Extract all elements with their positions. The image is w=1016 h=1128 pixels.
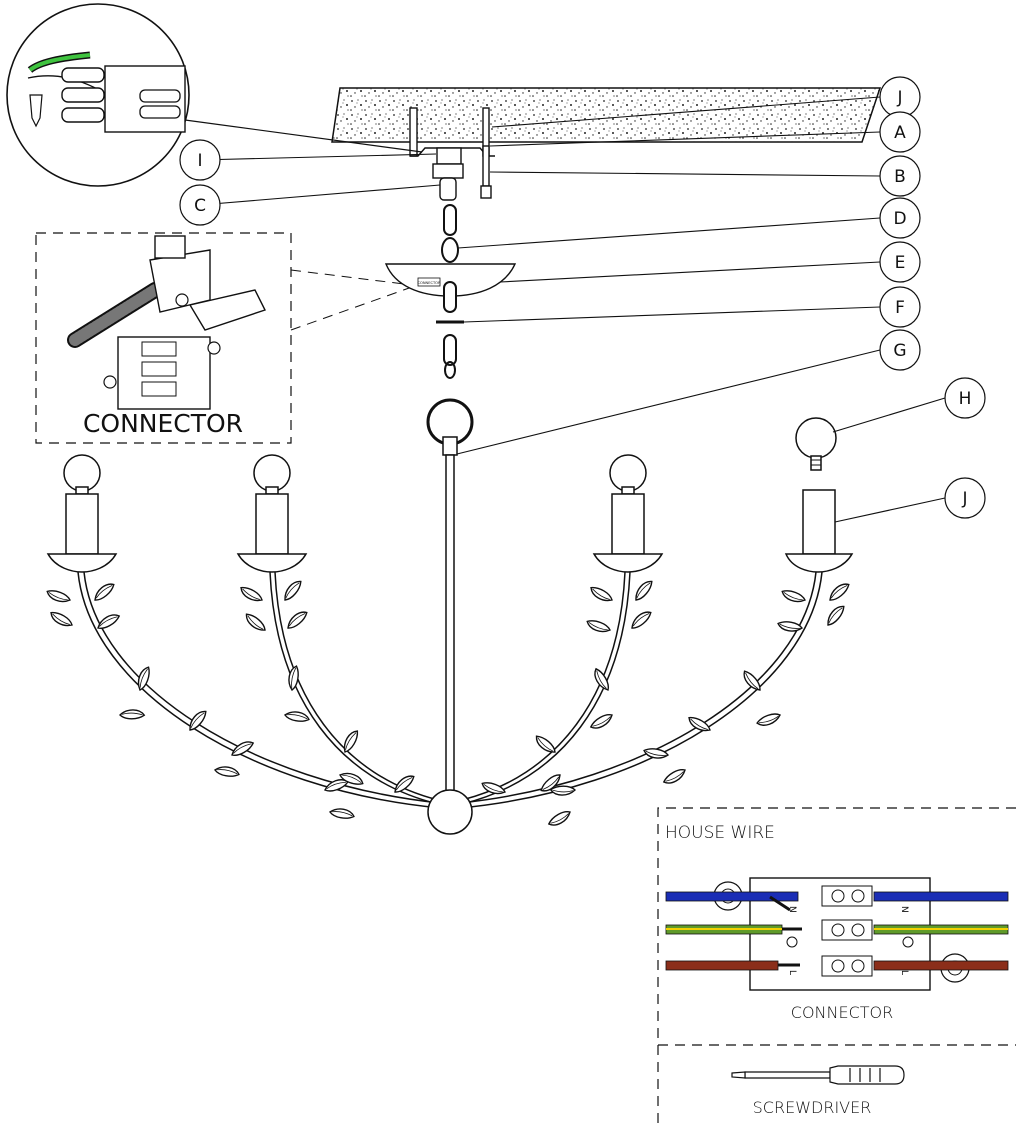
wire-brown	[665, 960, 1009, 971]
house-wire-connector-label: CONNECTOR	[791, 1003, 893, 1022]
chain-upper	[441, 204, 459, 263]
chandelier	[46, 398, 854, 835]
svg-text:J: J	[961, 489, 967, 509]
ceiling	[331, 87, 882, 143]
callout-i: I	[179, 139, 221, 181]
terminal-label-left-n: N	[787, 906, 797, 913]
house-wire-title: HOUSE WIRE	[665, 823, 775, 843]
terminal-screws	[786, 889, 914, 973]
wiring-detail-inset	[6, 3, 423, 187]
svg-text:E: E	[895, 253, 906, 273]
svg-text:D: D	[893, 209, 906, 229]
callout-h: H	[944, 377, 986, 419]
callout-g: G	[879, 329, 921, 371]
terminal-label-left-l: L	[787, 970, 797, 975]
wire-green-yellow	[665, 924, 1009, 935]
callout-f: F	[879, 286, 921, 328]
wire-blue	[665, 891, 1009, 912]
callout-b: B	[879, 155, 921, 197]
callout-c: C	[179, 184, 221, 226]
callout-a: A	[879, 111, 921, 153]
svg-text:G: G	[893, 341, 906, 361]
screwdriver-icon	[731, 1065, 905, 1085]
house-wire-panel: HOUSE WIRE N N L L	[657, 807, 1016, 1124]
screwdriver-label: SCREWDRIVER	[753, 1098, 872, 1117]
connector-box-label: CONNECTOR	[83, 409, 243, 438]
callout-j-bottom: J	[944, 477, 986, 519]
svg-text:A: A	[894, 123, 906, 143]
svg-text:J: J	[896, 88, 902, 108]
mounting-bracket	[409, 107, 495, 201]
connector-detail-box: CONNECTOR	[35, 232, 413, 444]
leader-lines	[199, 96, 946, 523]
svg-text:B: B	[894, 167, 906, 187]
svg-text:C: C	[194, 196, 206, 216]
canopy-connector-label: CONNECTOR	[417, 281, 441, 285]
svg-text:I: I	[197, 151, 202, 171]
callout-j-top: J	[879, 76, 921, 118]
green-wire	[28, 53, 91, 72]
svg-text:H: H	[959, 389, 972, 409]
callout-d: D	[879, 197, 921, 239]
callout-e: E	[879, 241, 921, 283]
chain-lower	[436, 281, 464, 379]
terminal-label-right-l: L	[899, 970, 909, 975]
terminal-label-right-n: N	[899, 906, 909, 913]
svg-text:F: F	[895, 298, 905, 318]
